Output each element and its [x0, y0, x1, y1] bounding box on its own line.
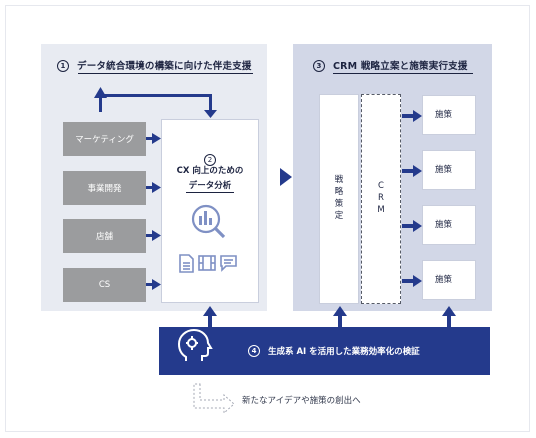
dashed-footer-arrow — [193, 383, 235, 415]
measure-box-2: 施策 — [422, 150, 476, 190]
section3-underline — [333, 73, 473, 74]
crm-box — [361, 94, 401, 304]
department-business-dev: 事業開発 — [63, 171, 146, 205]
section1-title: 1 データ統合環境の構築に向けた伴走支援 — [57, 58, 252, 72]
section4-number: 4 — [248, 345, 260, 357]
section1-title-text: データ統合環境の構築に向けた伴走支援 — [77, 61, 252, 72]
loop-arrow — [94, 87, 217, 118]
measure-box-1: 施策 — [422, 95, 476, 135]
section2-number-wrap: 2 — [161, 148, 259, 167]
crm-label: C R M — [377, 181, 385, 215]
department-marketing: マーケティング — [63, 122, 146, 156]
ai-efficiency-banner — [159, 327, 490, 375]
strategy-label: 戦 略 策 定 — [334, 175, 344, 221]
chat-icon — [220, 255, 237, 272]
film-icon — [198, 255, 216, 271]
banner-arrows — [203, 306, 456, 327]
section1-underline — [78, 73, 253, 74]
measure-arrows — [402, 110, 422, 287]
section2-underline — [186, 192, 234, 193]
section2-title-line1: CX 向上のための — [176, 166, 244, 176]
ai-head-icon — [177, 328, 213, 361]
strategy-planning-box — [319, 94, 359, 304]
department-cs: CS — [63, 268, 146, 302]
panel-to-panel-arrow — [280, 168, 292, 186]
department-store: 店舗 — [63, 219, 146, 253]
section4-title: 4 生成系 AI を活用した業務効率化の検証 — [248, 345, 420, 357]
section4-title-text: 生成系 AI を活用した業務効率化の検証 — [268, 347, 420, 357]
section3-number: 3 — [313, 60, 325, 72]
section3-title-text: CRM 戦略立案と施策実行支援 — [333, 61, 468, 72]
section2-number: 2 — [204, 154, 216, 166]
section1-number: 1 — [57, 60, 69, 72]
department-arrows — [146, 133, 161, 290]
data-analysis-box — [161, 119, 259, 303]
measure-box-3: 施策 — [422, 205, 476, 245]
magnifier-chart-icon — [191, 204, 226, 239]
measure-box-4: 施策 — [422, 260, 476, 300]
document-icon — [179, 254, 194, 273]
section2-title-line2: データ分析 — [188, 181, 232, 191]
footer-text: 新たなアイデアや施策の創出へ — [242, 396, 361, 406]
section3-title: 3 CRM 戦略立案と施策実行支援 — [313, 58, 468, 72]
